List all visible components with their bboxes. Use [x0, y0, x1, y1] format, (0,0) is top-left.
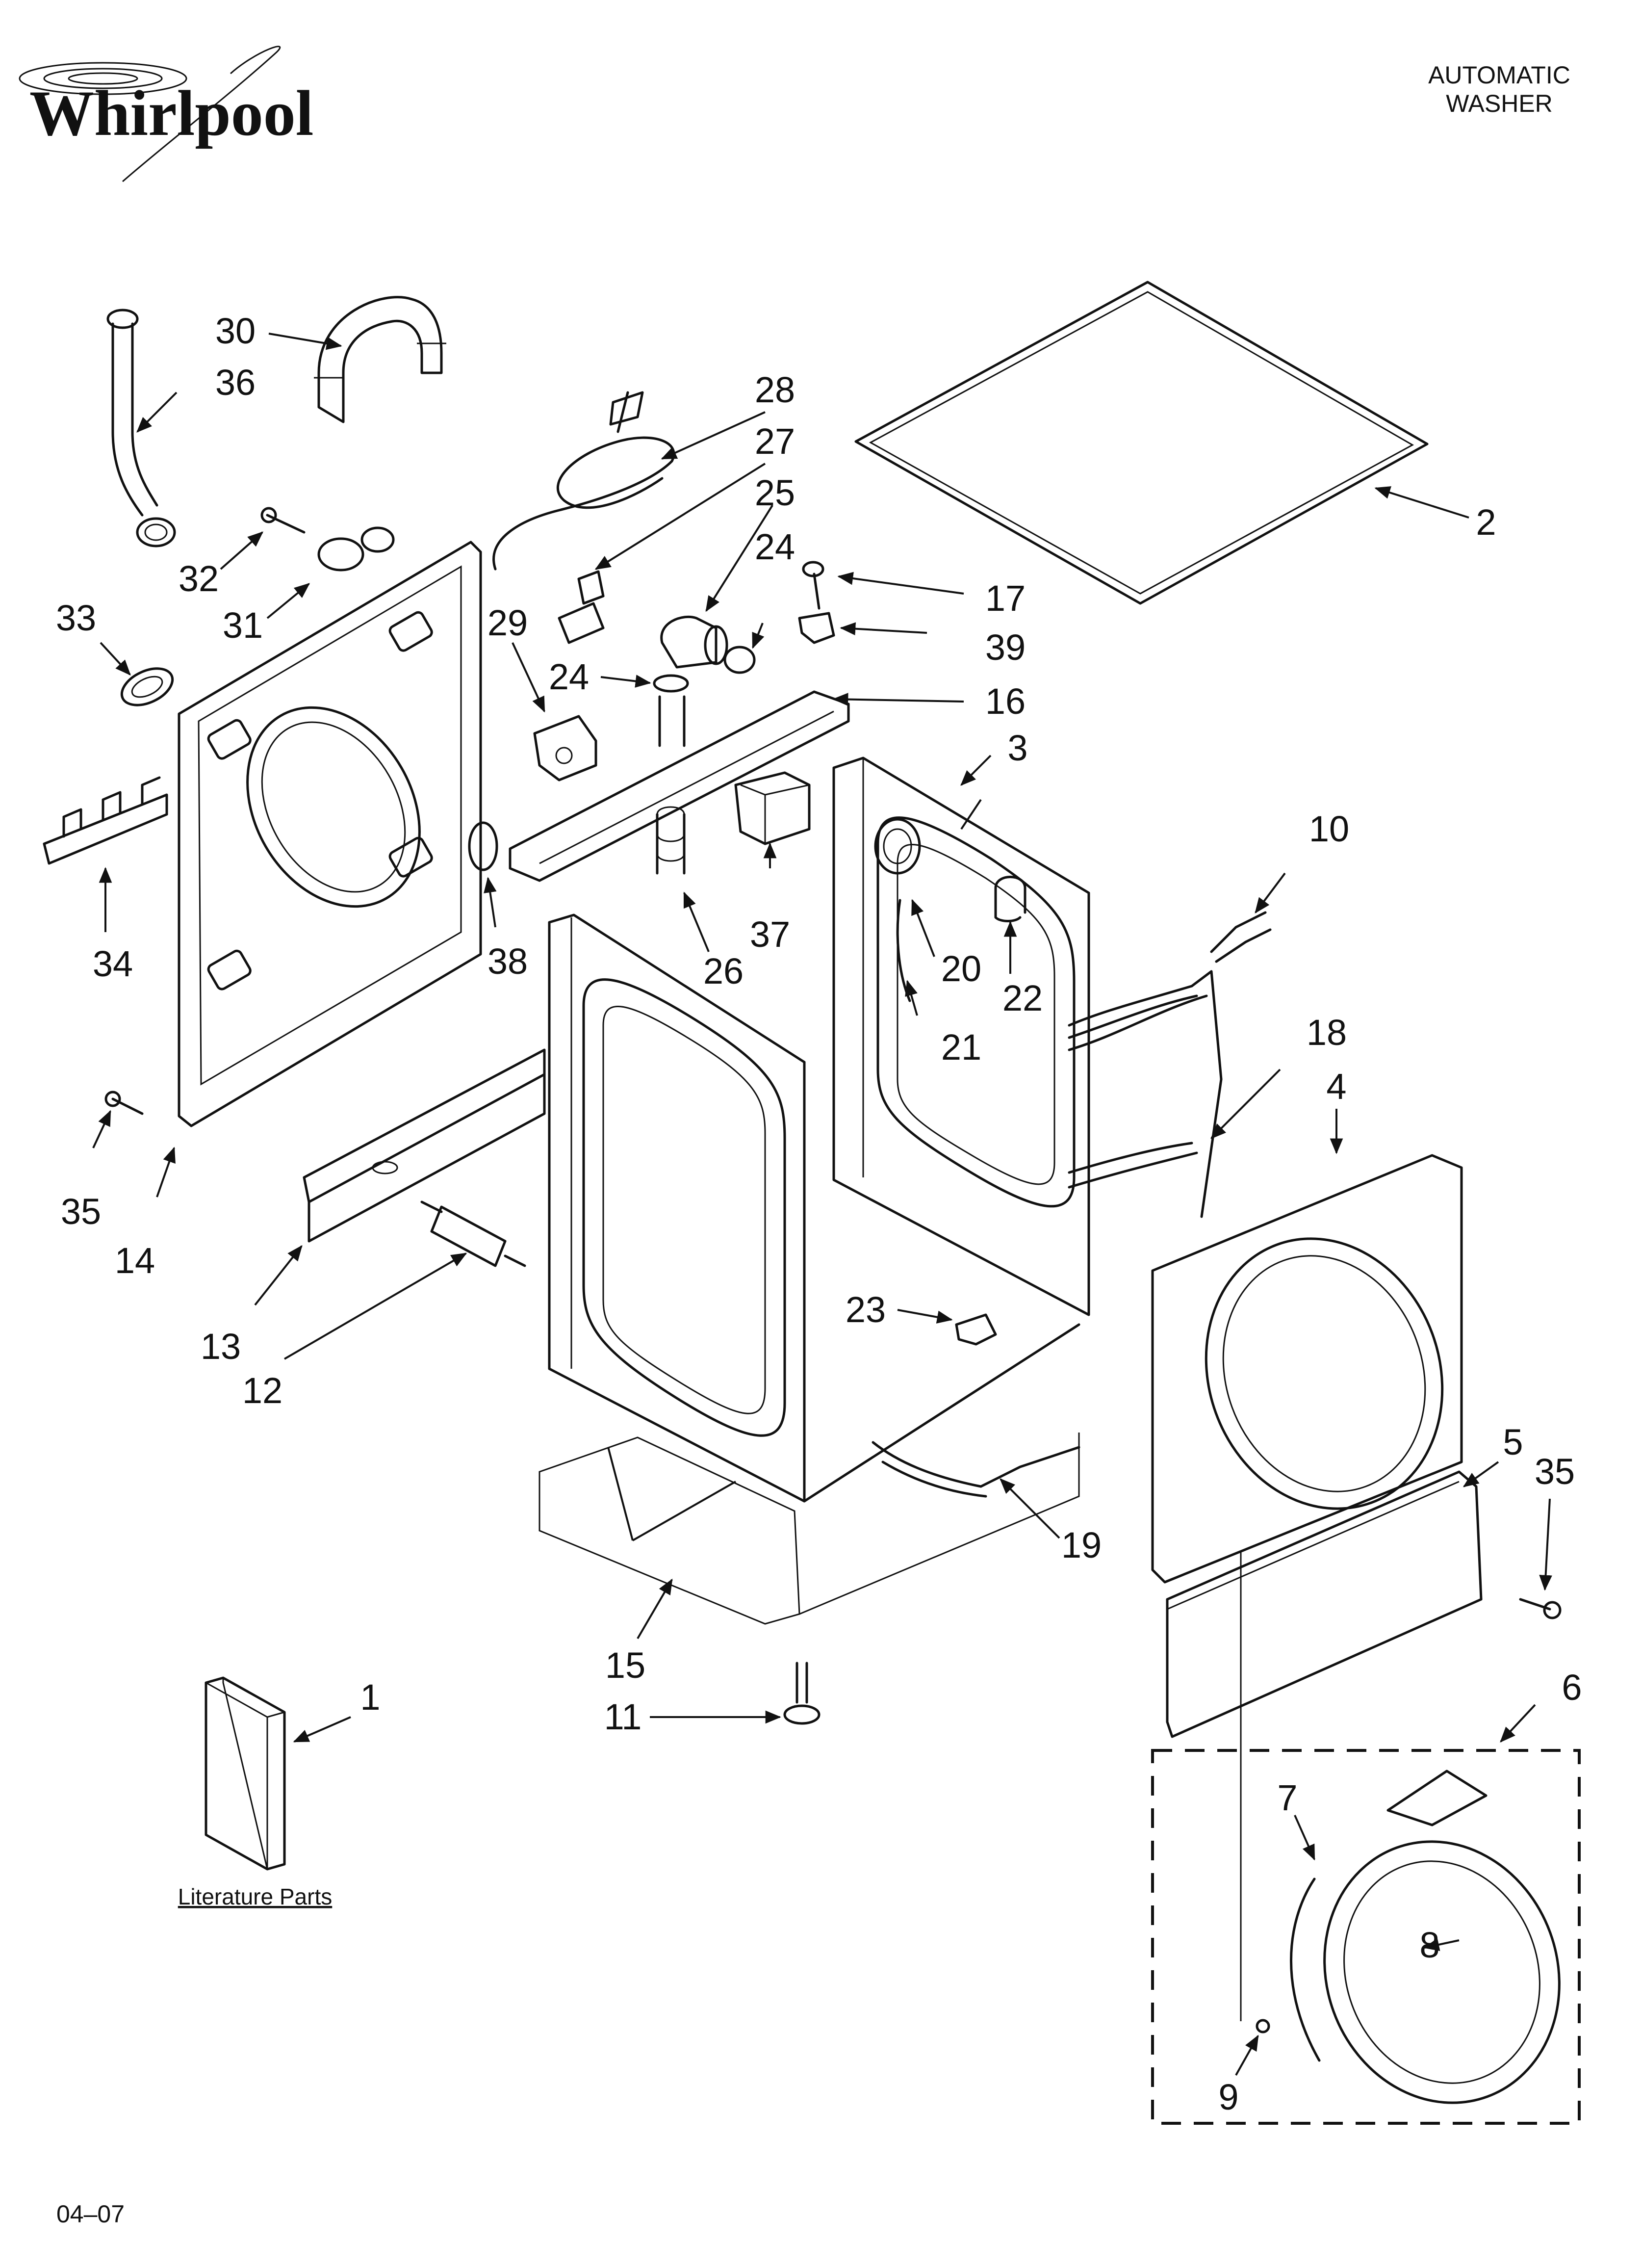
callout-28: 28: [755, 369, 795, 410]
callout-30: 30: [215, 311, 256, 351]
callout-32: 32: [179, 558, 219, 599]
part-rear-panel: [178, 541, 482, 1127]
part-22: [994, 876, 1026, 922]
part-front-panel: [1151, 1154, 1463, 1584]
part-20: [874, 818, 921, 875]
callout-24a: 24: [755, 526, 795, 567]
callout-6: 6: [1562, 1667, 1582, 1708]
part-door-gasket: [1323, 1770, 1561, 2104]
callout-33: 33: [56, 598, 96, 638]
brand-name: Whirlpool: [29, 77, 313, 149]
part-dispenser-inlet: [660, 615, 728, 669]
part-23: [955, 1313, 997, 1346]
part-base-plate: [539, 1433, 1080, 1625]
callout-21: 21: [941, 1027, 981, 1068]
part-damper: [420, 1200, 526, 1267]
part-screw-35-left: [104, 1091, 144, 1115]
part-38: [468, 821, 498, 871]
part-gasket-clamp: [1290, 1877, 1321, 2062]
part-power-cord: [492, 391, 675, 571]
callout-31: 31: [223, 605, 263, 646]
whirlpool-logo: Whirlpool: [19, 46, 313, 182]
part-rail: [303, 1048, 546, 1243]
callout-17: 17: [985, 578, 1026, 619]
product-line-1: AUTOMATIC: [1428, 61, 1570, 89]
part-hose-26: [656, 695, 686, 875]
callout-18: 18: [1307, 1012, 1347, 1053]
callout-26: 26: [703, 951, 744, 991]
callout-35a: 35: [61, 1191, 101, 1232]
callout-7: 7: [1277, 1777, 1297, 1818]
part-clip-39: [798, 612, 835, 644]
callout-11: 11: [604, 1696, 642, 1737]
callout-16: 16: [985, 681, 1026, 722]
callout-12: 12: [242, 1370, 282, 1411]
part-leveling-foot: [783, 1662, 821, 1725]
callout-22: 22: [1002, 978, 1043, 1018]
part-top-panel: [854, 281, 1429, 605]
part-side-panel-right: [832, 756, 1090, 1316]
callout-39: 39: [985, 627, 1026, 668]
callout-2: 2: [1476, 502, 1496, 543]
callout-8: 8: [1419, 1925, 1439, 1965]
part-screw-35-right: [1519, 1598, 1562, 1619]
callout-35b: 35: [1535, 1451, 1575, 1492]
part-screw-32: [260, 507, 306, 534]
part-lower-harness: [872, 1441, 1080, 1498]
callout-29: 29: [487, 602, 528, 643]
part-connector: [558, 570, 605, 644]
part-inlet-hose: [106, 309, 176, 547]
callout-3: 3: [1007, 728, 1027, 768]
part-hose-guide: [314, 296, 446, 423]
callout-14: 14: [115, 1240, 155, 1281]
callout-24b: 24: [549, 656, 589, 697]
callout-13: 13: [201, 1326, 241, 1367]
part-side-panel-left: [548, 913, 1080, 1503]
part-group-box: [1151, 1749, 1581, 2125]
callout-5: 5: [1503, 1422, 1523, 1462]
date-code: 04–07: [56, 2200, 125, 2228]
callout-10: 10: [1309, 808, 1349, 849]
part-toe-panel: [1166, 1470, 1483, 1738]
callout-34: 34: [93, 943, 133, 984]
part-clamp: [533, 715, 597, 782]
callout-23: 23: [846, 1289, 886, 1330]
callout-38: 38: [487, 941, 528, 982]
callout-9: 9: [1218, 2077, 1238, 2117]
callout-20: 20: [941, 948, 981, 989]
part-ring-lower: [653, 674, 689, 693]
part-ring-upper: [723, 646, 756, 674]
callout-27: 27: [755, 421, 795, 462]
callout-36: 36: [215, 362, 256, 403]
callout-37: 37: [750, 914, 790, 955]
part-screw-17: [802, 561, 824, 610]
part-grommet: [120, 667, 174, 706]
part-hose-clamp: [317, 526, 395, 572]
part-valve: [734, 771, 811, 845]
callout-19: 19: [1061, 1525, 1102, 1565]
callout-15: 15: [605, 1645, 645, 1686]
callout-4: 4: [1326, 1066, 1346, 1107]
part-top-bracket: [509, 690, 850, 882]
part-wire-harness: [1068, 911, 1272, 1218]
part-literature: [205, 1676, 286, 1871]
part-hose-clip: [43, 776, 168, 865]
product-line-2: WASHER: [1446, 90, 1553, 117]
callout-1: 1: [360, 1677, 380, 1718]
part-9: [1240, 1550, 1270, 2033]
literature-parts-label: Literature Parts: [178, 1884, 332, 1909]
callout-25: 25: [755, 472, 795, 513]
